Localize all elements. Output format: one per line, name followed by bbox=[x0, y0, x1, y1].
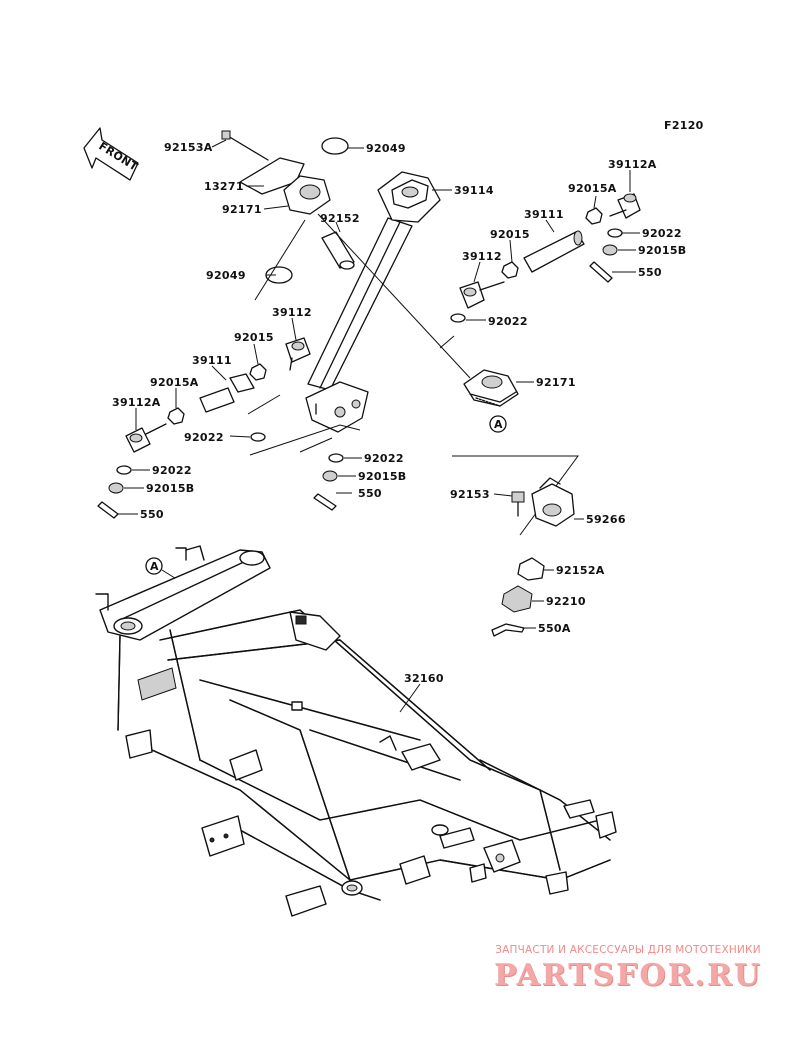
label-39112A-left: 39112A bbox=[112, 396, 161, 409]
front-arrow-icon: FRONT bbox=[83, 127, 140, 181]
label-92153: 92153 bbox=[450, 488, 490, 501]
callout-a-frame: A bbox=[145, 557, 163, 575]
bushing-92171 bbox=[463, 369, 519, 407]
label-39112-right: 39112 bbox=[462, 250, 502, 263]
label-92015B-left: 92015B bbox=[146, 482, 194, 495]
label-92022-center: 92022 bbox=[364, 452, 404, 465]
label-39114: 39114 bbox=[454, 184, 494, 197]
label-92210: 92210 bbox=[546, 595, 586, 608]
label-92015A-right: 92015A bbox=[568, 182, 617, 195]
label-92049-top: 92049 bbox=[366, 142, 406, 155]
label-550A: 550A bbox=[538, 622, 571, 635]
svg-text:A: A bbox=[150, 560, 159, 573]
label-92015-right: 92015 bbox=[490, 228, 530, 241]
label-13271: 13271 bbox=[204, 180, 244, 193]
label-92022-left-mid: 92022 bbox=[184, 431, 224, 444]
center-hardware bbox=[313, 453, 344, 511]
bracket-59266-group bbox=[491, 477, 575, 637]
label-32160: 32160 bbox=[404, 672, 444, 685]
clamp-plate-13271 bbox=[239, 157, 331, 215]
bolt-92153A bbox=[221, 130, 269, 161]
tie-rod-left bbox=[97, 337, 311, 519]
watermark: ЗАПЧАСТИ И АКСЕССУАРЫ ДЛЯ МОТОТЕХНИКИ PA… bbox=[468, 944, 788, 993]
watermark-logo: PARTSFOR.RU bbox=[494, 958, 762, 993]
label-92015-left: 92015 bbox=[234, 331, 274, 344]
label-39112-left: 39112 bbox=[272, 306, 312, 319]
label-92015B-right: 92015B bbox=[638, 244, 686, 257]
label-92152: 92152 bbox=[320, 212, 360, 225]
label-92049-bottom: 92049 bbox=[206, 269, 246, 282]
watermark-tagline: ЗАПЧАСТИ И АКСЕССУАРЫ ДЛЯ МОТОТЕХНИКИ bbox=[495, 944, 761, 956]
label-550-left: 550 bbox=[140, 508, 164, 521]
tie-rod-right bbox=[450, 193, 641, 323]
diagram-code: F2120 bbox=[664, 119, 704, 132]
label-92022-left: 92022 bbox=[152, 464, 192, 477]
label-39112A-right: 39112A bbox=[608, 158, 657, 171]
label-39111-right: 39111 bbox=[524, 208, 564, 221]
svg-text:A: A bbox=[494, 418, 503, 431]
o-ring-92049-top bbox=[321, 137, 349, 155]
label-92022-upper: 92022 bbox=[488, 315, 528, 328]
label-92015B-center: 92015B bbox=[358, 470, 406, 483]
label-39111-left: 39111 bbox=[192, 354, 232, 367]
callout-a-upper: A bbox=[489, 415, 507, 433]
label-92015A-left: 92015A bbox=[150, 376, 199, 389]
label-92171-top: 92171 bbox=[222, 203, 262, 216]
leader-lines bbox=[118, 139, 640, 713]
label-92153A: 92153A bbox=[164, 141, 213, 154]
main-frame-32160 bbox=[95, 545, 617, 917]
label-92152A: 92152A bbox=[556, 564, 605, 577]
label-550-center: 550 bbox=[358, 487, 382, 500]
steering-shaft-assembly bbox=[305, 171, 441, 433]
sleeve-92152 bbox=[321, 231, 355, 270]
label-92171-right: 92171 bbox=[536, 376, 576, 389]
label-92022-right: 92022 bbox=[642, 227, 682, 240]
label-550-right: 550 bbox=[638, 266, 662, 279]
part-labels: 92153A 92049 13271 39114 92171 92152 391… bbox=[112, 141, 686, 685]
label-59266: 59266 bbox=[586, 513, 626, 526]
